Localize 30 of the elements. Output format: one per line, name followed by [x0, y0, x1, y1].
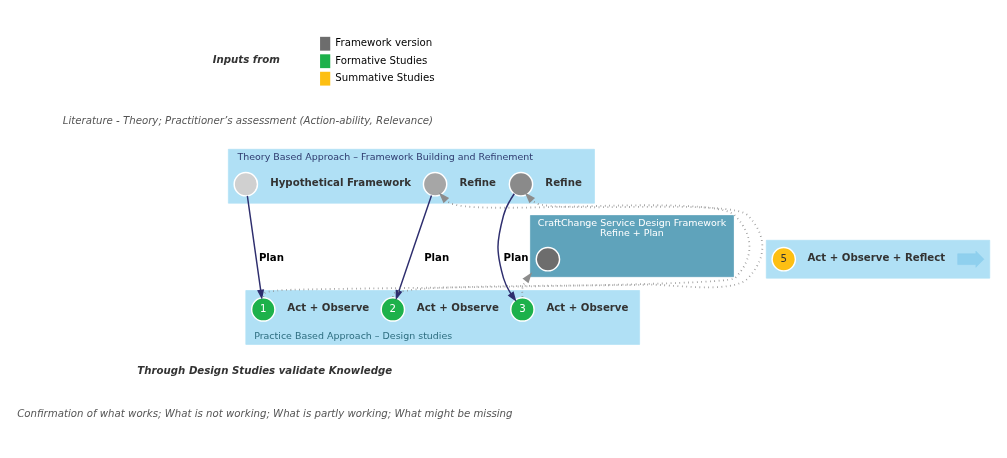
node-label: Hypothetical Framework	[270, 177, 411, 189]
edge-label: Plan	[258, 252, 285, 264]
node-label: Act + Observe	[416, 302, 499, 314]
label: Inputs from	[212, 53, 280, 65]
edge-label: Plan	[503, 252, 529, 264]
node-circle: 5	[771, 246, 797, 272]
node-label: Act + Observe	[287, 302, 370, 314]
cluster: CraftChange Service Design Framework Refine + Plan	[530, 215, 734, 278]
legend-label: Summative Studies	[335, 72, 435, 84]
node-label: Act + Observe + Reflect	[807, 252, 946, 264]
label: Confirmation of what works; What is not working; What is partly working; What might be missing	[17, 407, 513, 419]
node-circle: 3	[510, 297, 535, 322]
node-label: Refine	[545, 177, 582, 189]
node-circle: 2	[380, 297, 406, 322]
label: Literature - Theory; Practitioner’s assessment (Action-ability, Relevance)	[62, 114, 434, 126]
node-label: Refine	[459, 177, 496, 189]
node-label: Act + Observe	[546, 302, 629, 314]
label: Through Design Studies validate Knowledge	[137, 365, 393, 376]
arrow	[246, 195, 265, 300]
edge-label: Plan	[424, 252, 450, 264]
node-circle	[422, 171, 448, 197]
legend-label: Formative Studies	[335, 54, 428, 66]
cluster	[765, 239, 991, 279]
arrow	[497, 193, 517, 302]
arrow	[395, 194, 433, 301]
node-circle	[535, 246, 561, 272]
node-circle	[508, 171, 534, 197]
node-circle	[233, 171, 259, 197]
node-circle: 1	[250, 297, 276, 322]
legend-label: Framework version	[335, 37, 433, 49]
